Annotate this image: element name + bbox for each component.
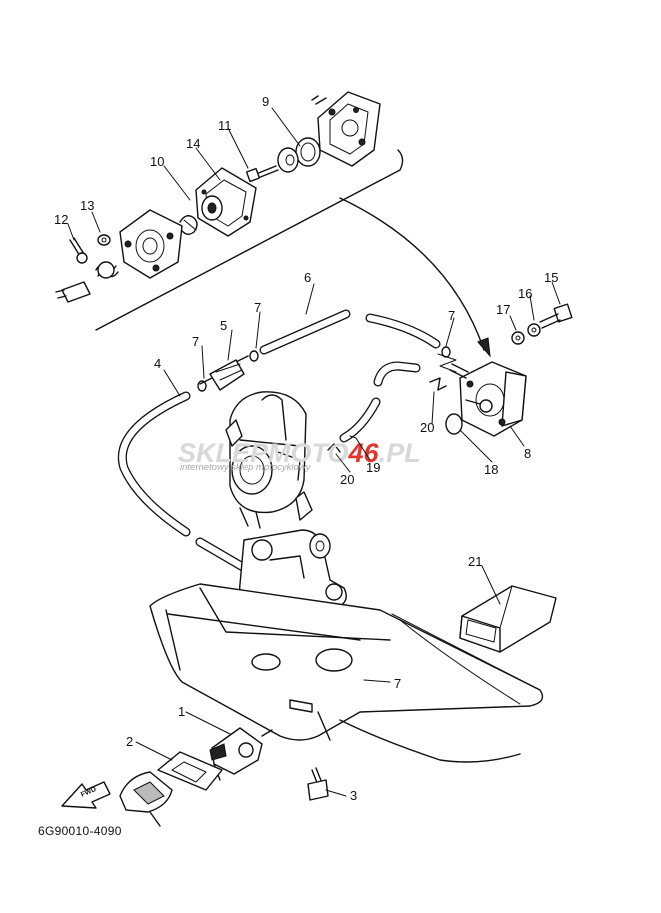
callout-3: 3 bbox=[350, 788, 357, 803]
callout-20b: 20 bbox=[420, 420, 434, 435]
callout-2: 2 bbox=[126, 734, 133, 749]
exploded-view-arrow bbox=[339, 197, 485, 351]
callout-7c: 7 bbox=[448, 308, 455, 323]
part-washer-16 bbox=[527, 323, 541, 337]
part-screw-3 bbox=[307, 767, 329, 801]
callout-18: 18 bbox=[484, 462, 498, 477]
callout-10: 10 bbox=[150, 154, 164, 169]
callout-1: 1 bbox=[178, 704, 185, 719]
watermark-part4: .PL bbox=[379, 438, 421, 468]
callout-4: 4 bbox=[154, 356, 161, 371]
part-gasket-2 bbox=[157, 751, 223, 791]
part-fuel-filter bbox=[199, 355, 249, 391]
part-clip-7b bbox=[249, 350, 259, 362]
part-valve bbox=[179, 195, 223, 235]
part-clip-7c bbox=[441, 346, 451, 358]
part-pump-cover bbox=[311, 91, 381, 167]
callout-15: 15 bbox=[544, 270, 558, 285]
callout-labels: 9 11 14 10 12 13 6 7 5 7 4 7 15 16 17 20… bbox=[54, 94, 558, 803]
part-diaphragm bbox=[277, 137, 321, 173]
callout-17: 17 bbox=[496, 302, 510, 317]
callout-5: 5 bbox=[220, 318, 227, 333]
diagram-code: 6G90010-4090 bbox=[38, 824, 122, 838]
part-clip-7a bbox=[197, 380, 207, 392]
part-engine-bracket bbox=[239, 529, 347, 607]
callout-19: 19 bbox=[366, 460, 380, 475]
watermark-part3: 46 bbox=[348, 438, 380, 468]
part-washer-13 bbox=[97, 234, 111, 246]
part-fuel-tank bbox=[149, 583, 544, 763]
part-o-ring bbox=[445, 413, 463, 435]
part-bracket-21 bbox=[459, 585, 557, 653]
callout-14: 14 bbox=[186, 136, 200, 151]
callout-12: 12 bbox=[54, 212, 68, 227]
callout-8: 8 bbox=[524, 446, 531, 461]
leader-lines bbox=[67, 107, 561, 797]
callout-7b: 7 bbox=[254, 300, 261, 315]
callout-21: 21 bbox=[468, 554, 482, 569]
callout-6: 6 bbox=[304, 270, 311, 285]
callout-13: 13 bbox=[80, 198, 94, 213]
part-washer-17 bbox=[511, 331, 525, 345]
callout-20a: 20 bbox=[340, 472, 354, 487]
exploded-view-arrowhead bbox=[477, 337, 491, 358]
watermark-part1: SKLEP bbox=[178, 438, 269, 468]
fwd-arrow-icon: FWD bbox=[61, 781, 111, 809]
part-spring bbox=[95, 261, 119, 279]
callout-16: 16 bbox=[518, 286, 532, 301]
part-knob bbox=[119, 771, 173, 827]
exploded-view-border bbox=[95, 149, 404, 331]
part-screw-12 bbox=[69, 237, 88, 264]
part-fitting bbox=[55, 281, 91, 303]
callout-7a: 7 bbox=[192, 334, 199, 349]
part-fuel-cock bbox=[209, 727, 273, 781]
callout-11: 11 bbox=[218, 118, 232, 133]
part-clip-20-right bbox=[429, 377, 447, 391]
watermark: SKLEPMOTO46.PL internetowy sklep motocyk… bbox=[178, 438, 421, 473]
part-bolt-15 bbox=[539, 303, 573, 329]
svg-text:SKLEPMOTO46.PL: SKLEPMOTO46.PL bbox=[178, 438, 421, 468]
part-pump-body bbox=[119, 209, 183, 279]
callout-9: 9 bbox=[262, 94, 269, 109]
part-screw-11 bbox=[245, 165, 279, 183]
watermark-part2: MOTO bbox=[268, 438, 349, 468]
part-clip-20-left bbox=[327, 443, 341, 453]
watermark-tagline: internetowy sklep motocyklowy bbox=[180, 462, 312, 473]
part-carburetor bbox=[225, 391, 313, 529]
callout-7d: 7 bbox=[394, 676, 401, 691]
